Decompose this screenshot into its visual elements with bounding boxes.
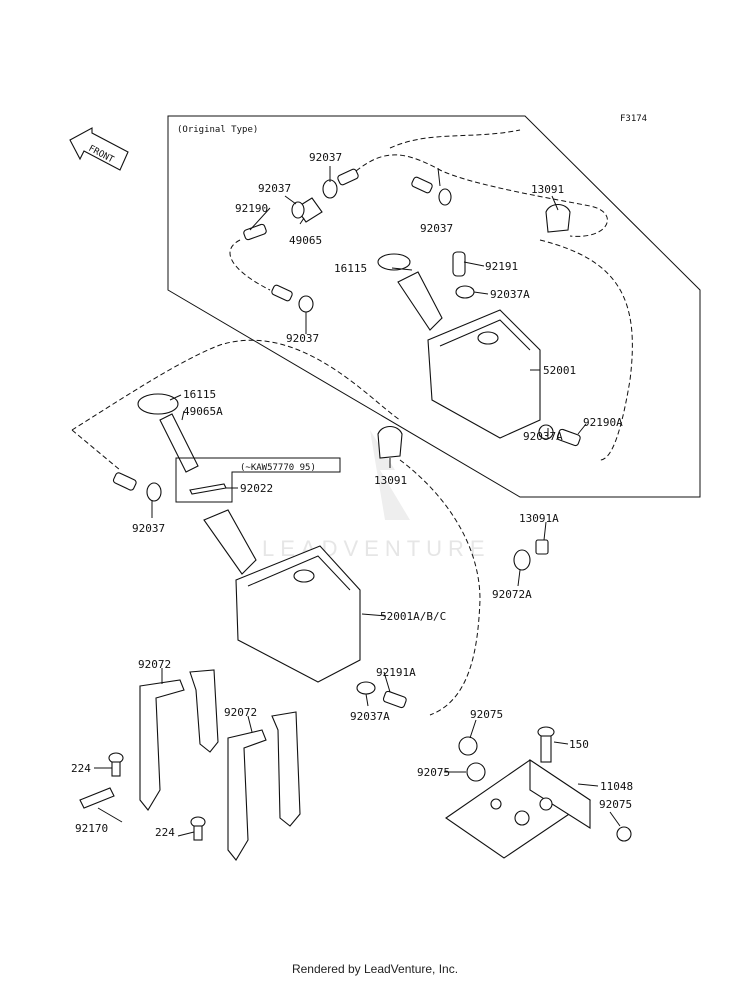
label-92191: 92191 [485,260,518,273]
label-11048: 11048 [600,780,633,793]
original-type-label: (Original Type) [177,125,258,135]
vent-line-lower-left [71,339,401,431]
label-92075-a: 92075 [470,708,503,721]
front-arrow-icon: FRONT [69,127,129,171]
label-92022: 92022 [240,482,273,495]
clip-92170 [79,787,115,809]
label-92190A: 92190A [583,416,623,429]
clip-92037 [322,179,338,199]
label-13091-top: 13091 [531,183,564,196]
serial-note: (~KAW57770 95) [240,463,316,473]
clip-92037-right [438,188,452,206]
leader-lines [94,166,621,837]
label-52001: 52001 [543,364,576,377]
grommet-13091-top [545,203,571,233]
vent-line-arc [389,129,521,149]
washer-92075 [616,826,632,842]
strap-92072-a [139,679,185,811]
bolt-150 [537,726,555,763]
original-type-frame [167,115,701,498]
label-49065A: 49065A [183,405,223,418]
hose-92190 [243,223,267,241]
clip-92072A [513,549,531,571]
label-52001ABC: 52001A/B/C [380,610,446,623]
hose-92191 [452,251,466,277]
clamp-92037A-top [455,285,475,299]
gauge-49065A [159,413,199,473]
bracket-11048 [445,758,591,859]
figure-code: F3174 [620,114,647,124]
label-92072-a: 92072 [138,658,171,671]
vent-line-left [229,239,271,291]
clip-92037-lower-left [146,482,162,502]
damper-92075-a [458,736,478,756]
label-92072-b: 92072 [224,706,257,719]
clip-92037-lower [298,295,314,313]
hose-right-top [411,176,433,194]
serial-note-box [175,457,341,503]
label-92037A-mid: 92037A [523,430,563,443]
hose-92190A [556,428,581,447]
cap-16115 [137,393,179,415]
label-150: 150 [569,738,589,751]
hose-lower-left [271,284,293,302]
label-92037-d: 92037 [286,332,319,345]
label-92072A: 92072A [492,588,532,601]
footer-credit: Rendered by LeadVenture, Inc. [291,962,459,976]
bolt-224-a [108,752,124,777]
label-92037-e: 92037 [132,522,165,535]
label-92075-b: 92075 [417,766,450,779]
label-16115-top: 16115 [334,262,367,275]
label-13091A: 13091A [519,512,559,525]
label-92037A-low: 92037A [350,710,390,723]
label-224-b: 224 [155,826,175,839]
label-13091-mid: 13091 [374,474,407,487]
strap-92072-c [227,729,267,861]
vent-line-lower-right [399,459,481,716]
hose-92037-top [337,168,359,186]
label-224-a: 224 [71,762,91,775]
tank-52001abc [203,509,361,683]
strap-92072-b [189,669,219,753]
label-92037-a: 92037 [309,151,342,164]
damper-92075-b [466,762,486,782]
vent-line-top [349,154,608,237]
clamp-92037A-low [356,681,376,695]
label-92075-c: 92075 [599,798,632,811]
label-92191A: 92191A [376,666,416,679]
label-49065: 49065 [289,234,322,247]
label-92037-c: 92037 [420,222,453,235]
label-16115: 16115 [183,388,216,401]
grommet-13091 [377,425,403,459]
cap-16115-top [377,253,411,271]
tank-52001 [397,271,541,439]
grommet-13091A [535,539,549,555]
label-92037-b: 92037 [258,182,291,195]
label-92190: 92190 [235,202,268,215]
hose-92191A [382,690,407,709]
label-92037A-top: 92037A [490,288,530,301]
bolt-224-b [190,816,206,841]
clamp-92037A-mid [538,424,554,440]
hose-lower [112,472,137,491]
strap-92072-d [271,711,301,827]
vent-line-lower-stub [71,429,121,471]
clip-92037-left [291,201,305,219]
label-92170: 92170 [75,822,108,835]
clip-92022 [189,483,227,495]
